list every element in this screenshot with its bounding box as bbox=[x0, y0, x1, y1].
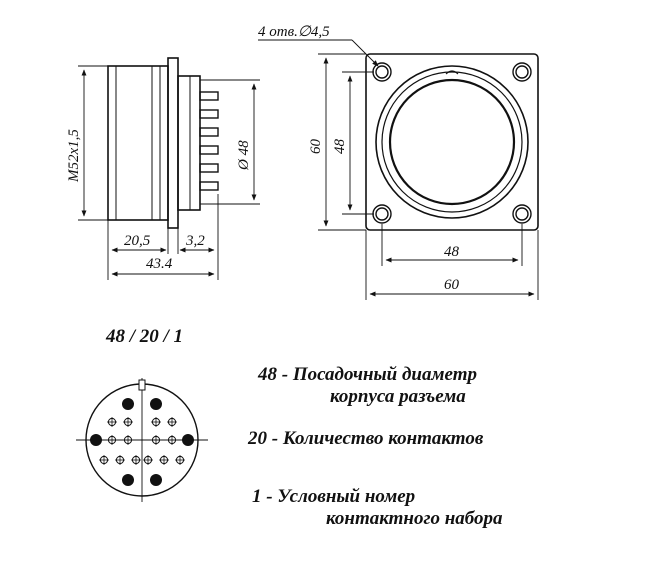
small-contact bbox=[131, 455, 141, 465]
small-contact bbox=[175, 455, 185, 465]
contact-pins bbox=[199, 91, 219, 191]
outer-ring bbox=[375, 65, 529, 219]
width-inner-label: 48 bbox=[444, 244, 460, 260]
contacts bbox=[90, 398, 194, 486]
small-contact bbox=[123, 435, 133, 445]
large-contact bbox=[182, 434, 194, 446]
front-view bbox=[258, 39, 539, 300]
length-b-label: 3,2 bbox=[185, 233, 205, 249]
connector-code: 48 / 20 / 1 bbox=[106, 326, 184, 347]
small-contact bbox=[151, 435, 161, 445]
small-contact bbox=[151, 417, 161, 427]
height-outer-label: 60 bbox=[308, 139, 324, 155]
small-contact bbox=[123, 417, 133, 427]
small-contact bbox=[167, 417, 177, 427]
thread-label: M52x1,5 bbox=[66, 129, 82, 183]
small-contact bbox=[115, 455, 125, 465]
large-contact bbox=[150, 474, 162, 486]
small-contact bbox=[107, 417, 117, 427]
large-contact bbox=[150, 398, 162, 410]
large-contact bbox=[90, 434, 102, 446]
legend-diameter-line2: корпуса разъема bbox=[330, 386, 466, 407]
legend-contacts-line1: 20 - Количество контактов bbox=[248, 428, 484, 449]
length-a-label: 20,5 bbox=[124, 233, 151, 249]
large-contact bbox=[122, 474, 134, 486]
holes-label: 4 отв.∅4,5 bbox=[258, 24, 330, 40]
legend-diameter: 48 - Посадочный диаметр корпуса разъема bbox=[258, 364, 477, 408]
key-notch bbox=[445, 70, 459, 75]
legend-set-line1: 1 - Условный номер bbox=[252, 486, 416, 507]
small-contact bbox=[159, 455, 169, 465]
legend-contacts: 20 - Количество контактов bbox=[248, 428, 483, 450]
large-contact bbox=[122, 398, 134, 410]
mounting-flange bbox=[365, 53, 539, 231]
mounting-holes bbox=[372, 62, 532, 224]
legend-set-line2: контактного набора bbox=[326, 508, 503, 529]
height-inner-label: 48 bbox=[332, 139, 348, 155]
legend-set-number: 1 - Условный номер контактного набора bbox=[252, 486, 502, 530]
length-total-label: 43.4 bbox=[146, 256, 173, 272]
width-outer-label: 60 bbox=[444, 277, 460, 293]
flange bbox=[167, 57, 179, 229]
connector-body bbox=[107, 65, 169, 221]
small-contact bbox=[99, 455, 109, 465]
inner-bore bbox=[388, 78, 516, 206]
small-contact bbox=[143, 455, 153, 465]
legend-diameter-line1: 48 - Посадочный диаметр bbox=[258, 364, 477, 385]
small-contact bbox=[167, 435, 177, 445]
small-contact bbox=[107, 435, 117, 445]
bore-side-label: Ø 48 bbox=[236, 140, 252, 171]
side-view bbox=[78, 57, 260, 280]
rear-housing bbox=[177, 75, 201, 211]
